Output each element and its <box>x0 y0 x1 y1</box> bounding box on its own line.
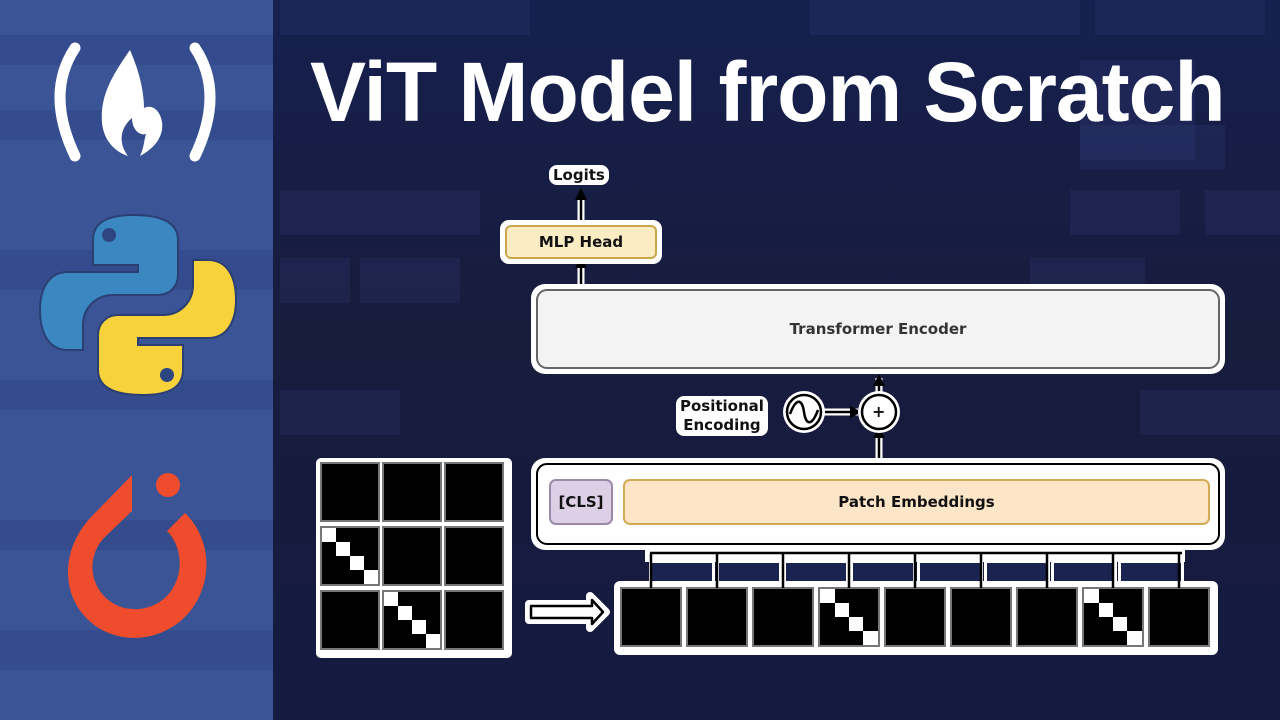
sequence-patch-black <box>752 587 814 647</box>
sequence-patch-black <box>1016 587 1078 647</box>
freecodecamp-logo-icon <box>54 42 216 162</box>
patch-black <box>444 462 504 522</box>
sequence-patch-black <box>686 587 748 647</box>
sequence-patch-diagonal <box>818 587 880 647</box>
sequence-patch-black <box>950 587 1012 647</box>
sidebar <box>0 0 273 720</box>
mlp-head-block: MLP Head <box>500 220 662 264</box>
logits-label: Logits <box>549 165 609 185</box>
page-title: ViT Model from Scratch <box>310 45 1226 139</box>
patch-black <box>382 526 442 586</box>
cls-label: [CLS] <box>558 493 604 511</box>
sequence-patch-black <box>884 587 946 647</box>
patch-diagonal <box>320 526 380 586</box>
patch-black <box>382 462 442 522</box>
positional-encoding-label: Positional Encoding <box>676 396 768 436</box>
pytorch-logo-icon <box>67 443 207 638</box>
sequence-patch-black <box>1148 587 1210 647</box>
patch-diagonal <box>382 590 442 650</box>
patch-embeddings-label: Patch Embeddings <box>838 493 995 511</box>
patch-black <box>320 462 380 522</box>
mlp-head-label: MLP Head <box>538 233 624 251</box>
transformer-encoder-label: Transformer Encoder <box>789 320 967 338</box>
transformer-encoder-block: Transformer Encoder <box>531 284 1225 374</box>
patch-black <box>444 590 504 650</box>
embedding-block: [CLS] Patch Embeddings <box>531 458 1225 550</box>
python-logo-icon <box>38 213 238 397</box>
add-node-symbol: + <box>872 402 886 421</box>
sequence-patch-black <box>620 587 682 647</box>
patch-black <box>320 590 380 650</box>
cls-token: [CLS] <box>549 479 613 525</box>
patch-black <box>444 526 504 586</box>
patch-embeddings: Patch Embeddings <box>623 479 1210 525</box>
sequence-patch-diagonal <box>1082 587 1144 647</box>
